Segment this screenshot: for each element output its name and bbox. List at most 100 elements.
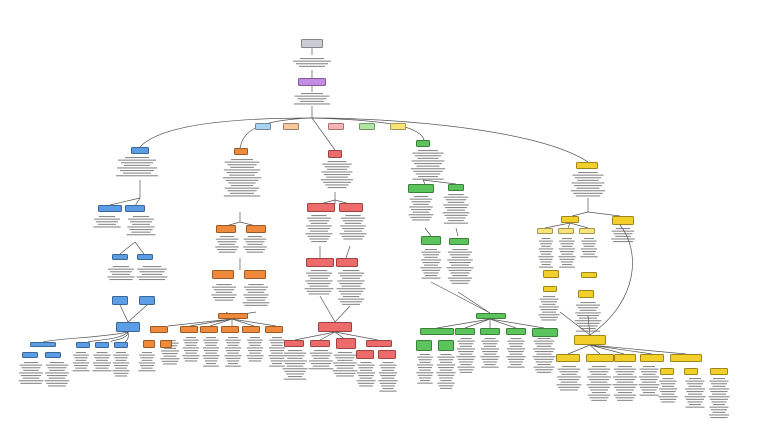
concept-node[interactable] [416, 340, 432, 351]
text-block [93, 216, 121, 228]
concept-node[interactable] [532, 328, 558, 337]
text-block [308, 350, 334, 370]
concept-node[interactable] [306, 258, 334, 267]
text-block [304, 270, 334, 295]
concept-node[interactable] [160, 340, 172, 348]
yellow-merge-node[interactable] [574, 335, 606, 345]
concept-node[interactable] [455, 328, 475, 335]
concept-node[interactable] [612, 216, 634, 225]
green-branch-node[interactable] [416, 140, 430, 147]
text-block [611, 228, 635, 243]
concept-node[interactable] [336, 338, 356, 349]
hub-node[interactable] [298, 78, 326, 86]
concept-node[interactable] [356, 350, 374, 359]
concept-node[interactable] [112, 254, 128, 260]
concept-node[interactable] [670, 354, 702, 362]
connector-line [167, 318, 277, 327]
concept-node[interactable] [421, 236, 441, 245]
red-branch-node[interactable] [328, 150, 342, 158]
text-block [211, 284, 237, 301]
blue-merge-node[interactable] [116, 322, 140, 332]
concept-node[interactable] [578, 290, 594, 298]
concept-node[interactable] [244, 270, 266, 279]
text-block [126, 216, 156, 236]
concept-node[interactable] [221, 326, 239, 333]
blue-branch-node[interactable] [131, 147, 149, 154]
concept-node[interactable] [581, 272, 597, 278]
category-node-4[interactable] [359, 123, 375, 130]
text-block [112, 352, 130, 377]
concept-node[interactable] [200, 326, 218, 333]
concept-node[interactable] [284, 340, 304, 347]
text-block [556, 366, 582, 391]
root-node[interactable] [301, 39, 323, 48]
concept-node[interactable] [76, 342, 90, 348]
concept-node[interactable] [45, 352, 61, 358]
orange-merge-node[interactable] [218, 313, 248, 319]
concept-node[interactable] [558, 228, 574, 234]
concept-node[interactable] [378, 350, 396, 359]
concept-node[interactable] [216, 225, 236, 233]
yellow-branch-node[interactable] [576, 162, 598, 169]
concept-node[interactable] [438, 340, 454, 351]
blue-sub-node-1[interactable] [98, 205, 122, 212]
concept-node[interactable] [537, 228, 553, 234]
concept-node[interactable] [265, 326, 283, 333]
concept-node[interactable] [22, 352, 38, 358]
text-block [246, 337, 264, 362]
text-block [538, 296, 560, 321]
category-node-2[interactable] [283, 123, 299, 130]
green-branch-text [410, 150, 446, 180]
concept-node[interactable] [139, 296, 155, 305]
text-block [243, 236, 267, 253]
concept-node[interactable] [114, 342, 128, 348]
concept-node[interactable] [586, 354, 614, 362]
concept-node[interactable] [180, 326, 198, 333]
concept-node[interactable] [150, 326, 168, 333]
concept-node[interactable] [307, 203, 335, 212]
concept-node[interactable] [212, 270, 234, 279]
connector-to-red [311, 117, 336, 151]
category-node-5[interactable] [390, 123, 406, 130]
concept-node[interactable] [449, 238, 469, 245]
orange-branch-node[interactable] [234, 148, 248, 155]
blue-sub-node-2[interactable] [125, 205, 145, 212]
concept-node[interactable] [640, 354, 664, 362]
concept-node[interactable] [310, 340, 330, 347]
concept-node[interactable] [660, 368, 674, 375]
concept-node[interactable] [95, 342, 109, 348]
concept-node[interactable] [543, 270, 559, 278]
text-block [182, 337, 200, 362]
concept-node[interactable] [579, 228, 595, 234]
concept-node[interactable] [480, 328, 500, 335]
concept-node[interactable] [242, 326, 260, 333]
concept-node[interactable] [143, 340, 155, 348]
concept-node[interactable] [366, 340, 392, 347]
text-block [580, 238, 598, 258]
concept-node[interactable] [684, 368, 698, 375]
concept-node[interactable] [420, 328, 454, 335]
connector-line [430, 281, 491, 314]
concept-node[interactable] [137, 254, 153, 260]
concept-node[interactable] [614, 354, 636, 362]
concept-node[interactable] [556, 354, 580, 362]
concept-node[interactable] [710, 368, 728, 375]
concept-node[interactable] [561, 216, 579, 223]
green-merge-node[interactable] [476, 313, 506, 319]
concept-node[interactable] [408, 184, 434, 193]
concept-node[interactable] [336, 258, 358, 267]
red-merge-node[interactable] [318, 322, 352, 332]
concept-node[interactable] [506, 328, 526, 335]
text-block [408, 196, 434, 221]
concept-node[interactable] [246, 225, 266, 233]
concept-node[interactable] [30, 342, 56, 347]
connector-line [319, 245, 351, 259]
text-block [356, 362, 376, 387]
concept-node[interactable] [448, 184, 464, 191]
concept-node[interactable] [543, 286, 557, 292]
category-node-3[interactable] [328, 123, 344, 130]
concept-node[interactable] [112, 296, 128, 305]
concept-node[interactable] [339, 203, 363, 212]
category-node-1[interactable] [255, 123, 271, 130]
connector-line [544, 222, 589, 229]
